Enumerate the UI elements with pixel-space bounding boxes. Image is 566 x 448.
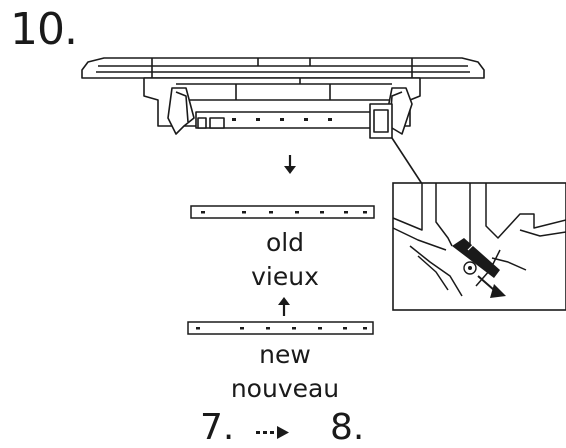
old-strip: [190, 205, 375, 219]
new-label-en: new: [259, 340, 311, 369]
arrow-down-icon: [284, 155, 296, 174]
sequence-from: 7.: [200, 407, 235, 448]
detail-inset: [392, 182, 566, 311]
new-label-fr: nouveau: [230, 374, 340, 403]
step-number: 10.: [10, 4, 78, 55]
sequence-to: 8.: [330, 407, 365, 448]
new-strip: [187, 321, 374, 335]
arrow-up-icon: [278, 297, 290, 316]
old-label-fr: vieux: [251, 262, 319, 291]
detail-highlight-box: [369, 103, 393, 139]
device-left-foot: [167, 87, 195, 135]
dotted-arrow-right-icon: [256, 426, 289, 439]
device-top-plate: [81, 57, 485, 79]
old-label-en: old: [265, 228, 305, 257]
pry-tool-icon: [452, 238, 500, 278]
